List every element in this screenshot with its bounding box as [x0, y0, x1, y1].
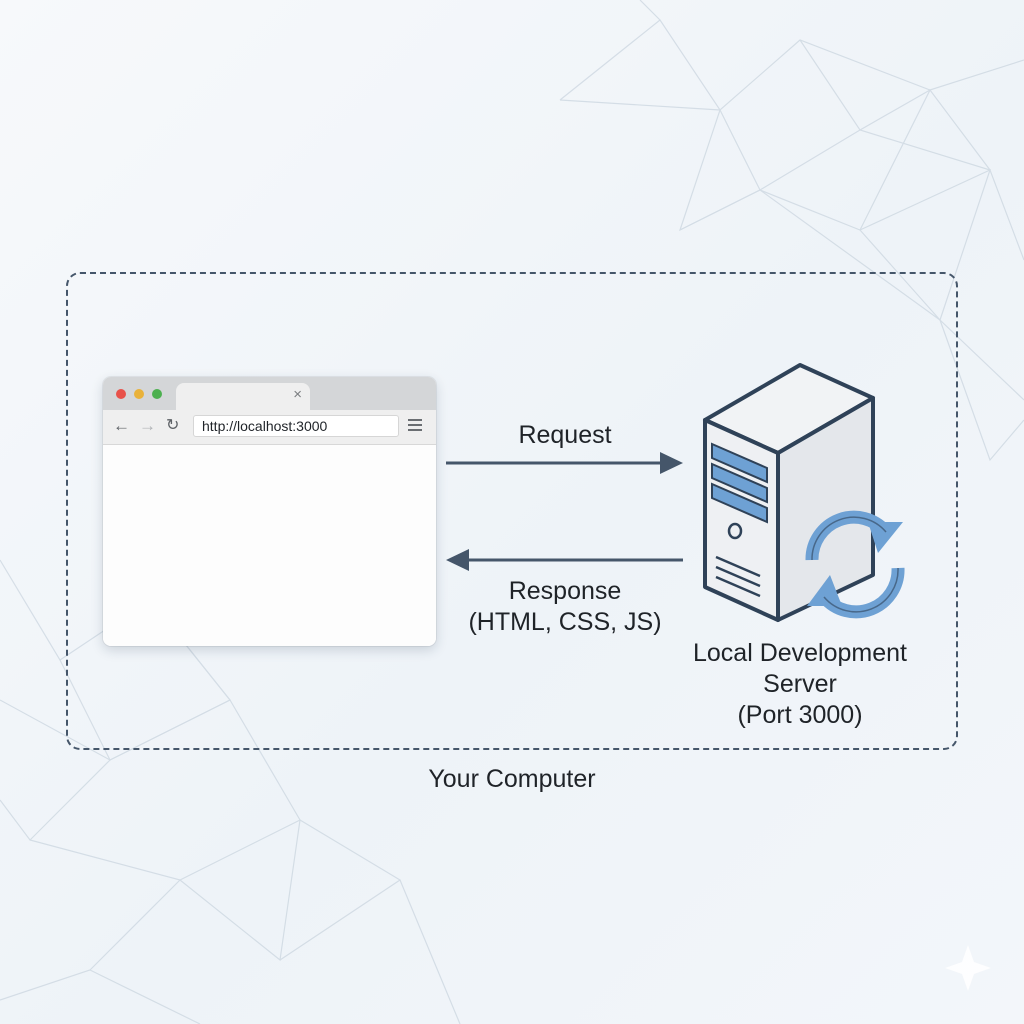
reload-icon: ↻ [166, 417, 180, 434]
close-window-dot [116, 389, 126, 399]
tab-close-icon: × [293, 386, 302, 403]
response-label: Response (HTML, CSS, JS) [440, 576, 690, 638]
browser-titlebar: × [103, 377, 436, 410]
computer-label: Your Computer [428, 765, 596, 793]
response-label-line2: (HTML, CSS, JS) [468, 608, 662, 636]
browser-toolbar: ← → ↻ http://localhost:3000 [103, 410, 436, 445]
server-tower-icon [703, 363, 875, 622]
server-label: Local Development Server (Port 3000) [670, 638, 930, 731]
menu-icon [408, 419, 422, 434]
browser-tab: × [176, 383, 310, 410]
back-arrow-icon: ← [113, 416, 130, 435]
sync-icon [805, 510, 905, 619]
browser-window: × ← → ↻ http://localhost:3000 [103, 377, 436, 646]
server-label-line1: Local Development [692, 639, 907, 667]
response-label-line1: Response [508, 577, 622, 605]
request-label: Request [518, 421, 612, 449]
forward-arrow-icon: → [139, 416, 156, 435]
maximize-window-dot [152, 389, 162, 399]
browser-viewport [103, 445, 436, 646]
server-label-line3: (Port 3000) [737, 701, 863, 729]
computer-boundary [66, 272, 958, 750]
address-bar: http://localhost:3000 [193, 415, 399, 437]
request-arrow [446, 452, 683, 474]
minimize-window-dot [134, 389, 144, 399]
response-arrow [446, 549, 683, 571]
server-label-line2: Server [763, 670, 837, 698]
